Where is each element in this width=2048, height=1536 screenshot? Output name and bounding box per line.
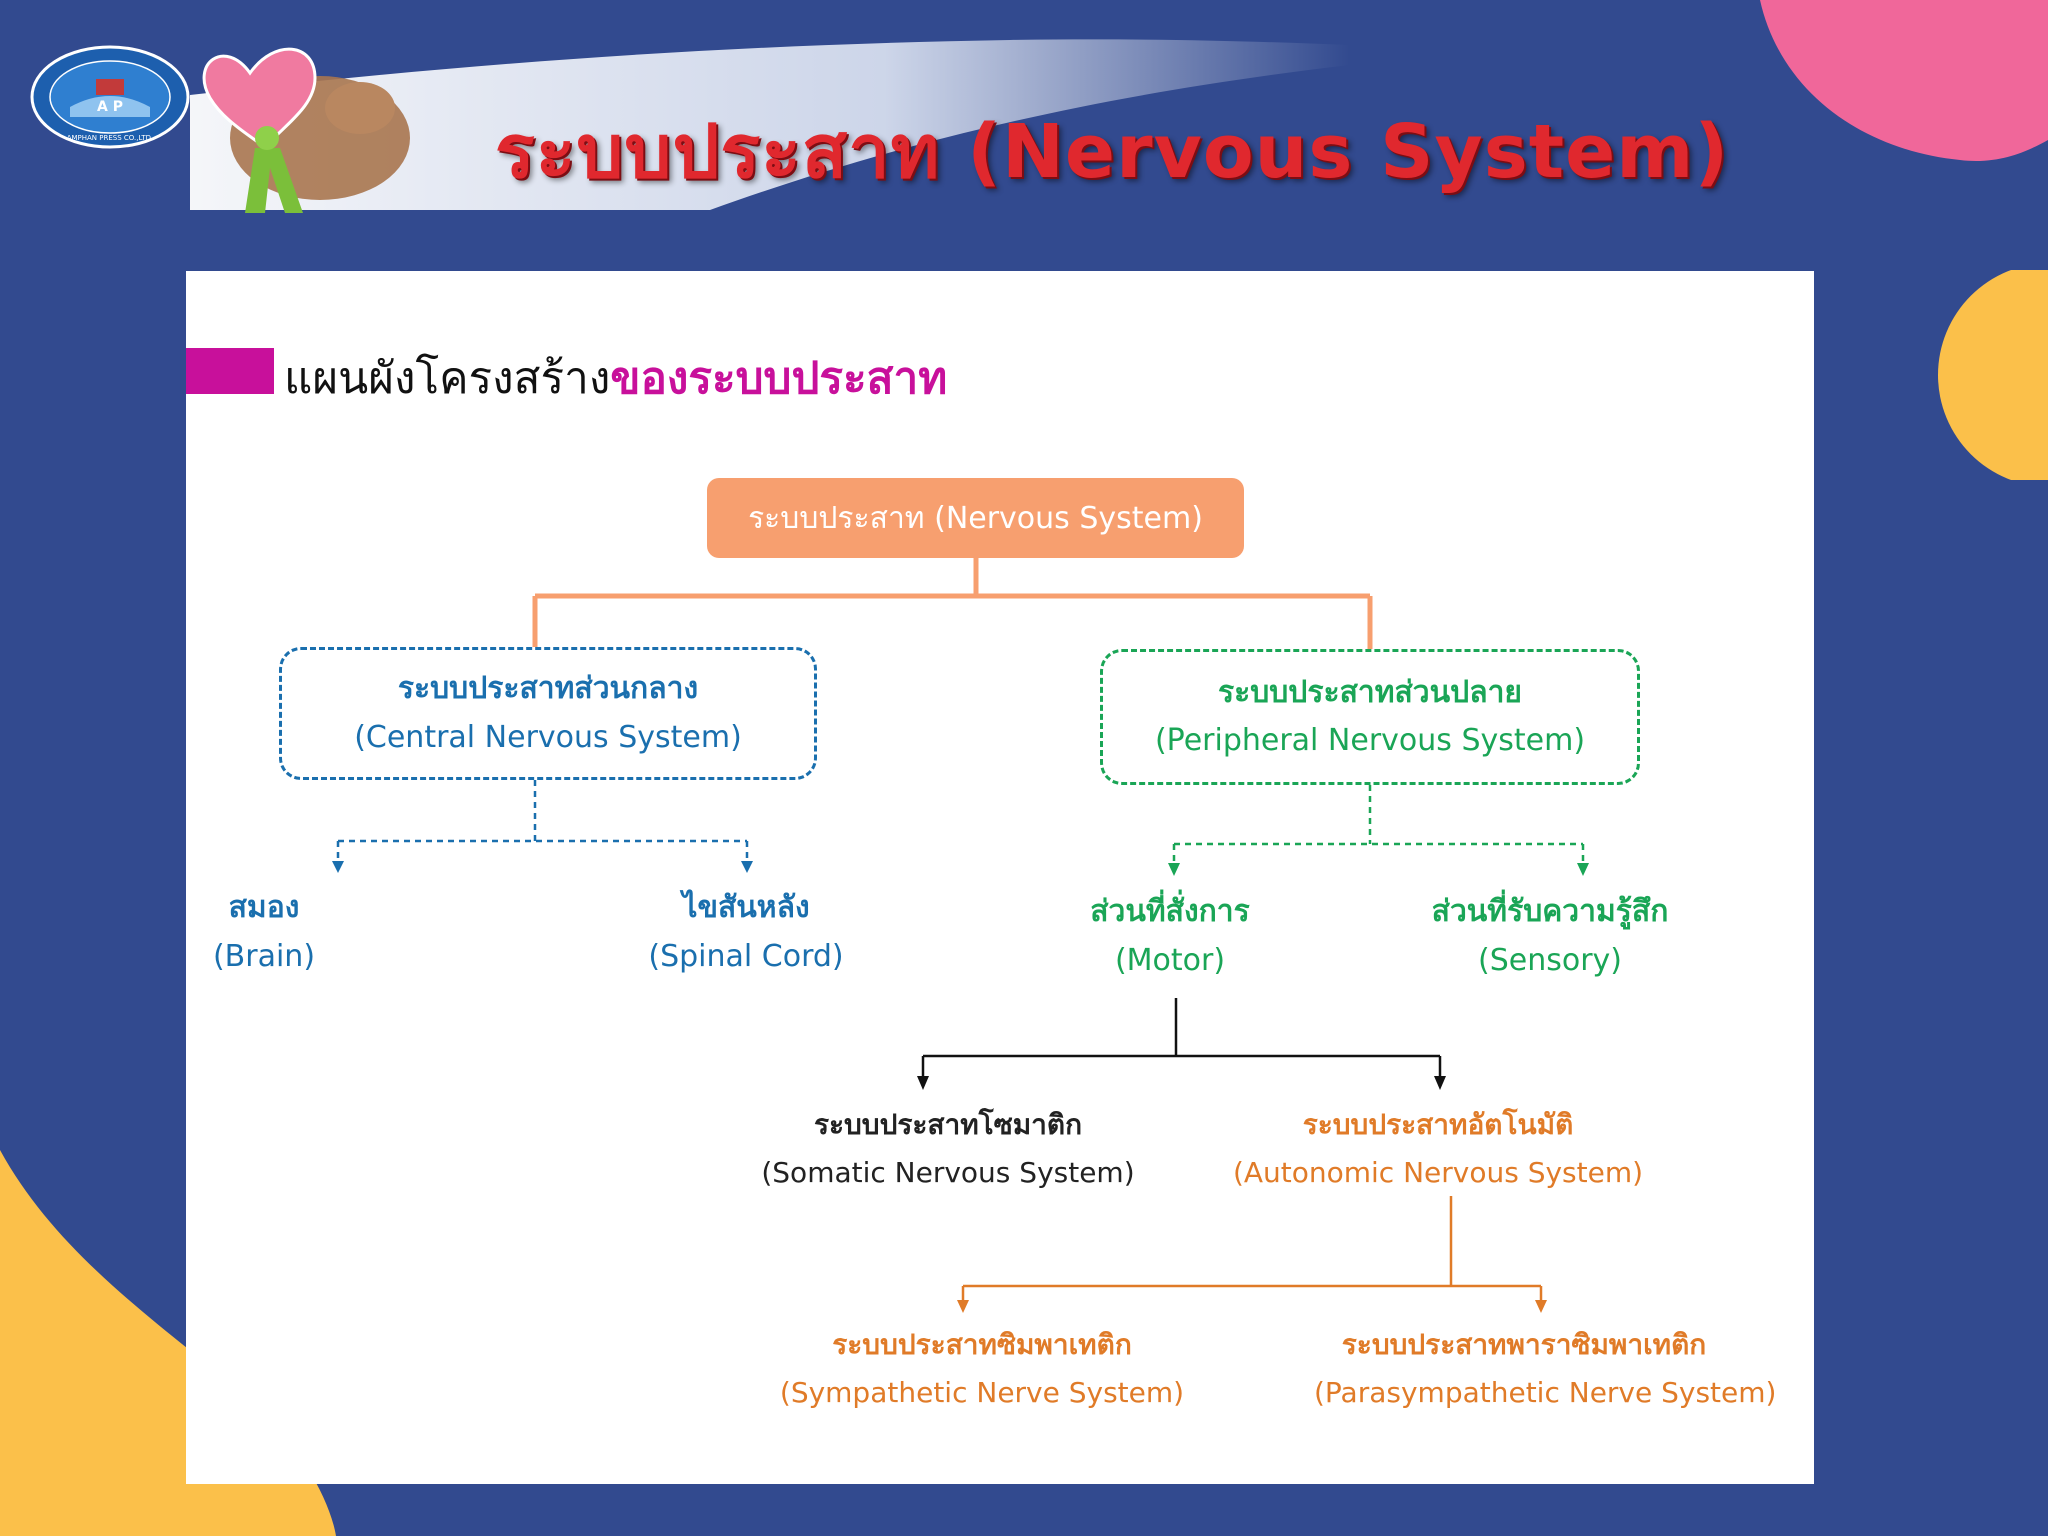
header-swoosh: [190, 39, 1350, 210]
somatic-node: ระบบประสาทโซมาติก (Somatic Nervous Syste…: [728, 1108, 1168, 1190]
somatic-thai-label: ระบบประสาทโซมาติก: [813, 1108, 1083, 1141]
motor-thai-label: ส่วนที่สั่งการ: [1090, 894, 1250, 929]
diagram-connectors: [332, 558, 1589, 1313]
pink-blob-decoration: [1760, 0, 2048, 161]
cns-connector: [336, 780, 749, 862]
arrow-to-sensory: [1577, 863, 1589, 876]
arrow-to-brain: [332, 861, 344, 873]
section-heading: แผนผังโครงสร้างของระบบประสาท: [284, 343, 947, 413]
cns-english-label: (Central Nervous System): [354, 719, 742, 755]
section-heading-accent: ของระบบประสาท: [610, 353, 948, 404]
spinal-cord-node: ไขสันหลัง (Spinal Cord): [566, 890, 926, 974]
sensory-thai-label: ส่วนที่รับความรู้สึก: [1431, 894, 1669, 929]
sensory-english-label: (Sensory): [1478, 942, 1622, 978]
pns-english-label: (Peripheral Nervous System): [1154, 723, 1586, 758]
arrow-to-autonomic: [1434, 1076, 1446, 1090]
company-logo: A P AMPHAN PRESS CO.,LTD.: [30, 45, 190, 149]
pns-node: ระบบประสาทส่วนปลาย (Peripheral Nervous S…: [1100, 649, 1640, 785]
parasympathetic-node: ระบบประสาทพาราซิมพาเทติก (Parasympatheti…: [1314, 1328, 1777, 1410]
yellow-circle-decoration: [1938, 270, 2048, 480]
motor-english-label: (Motor): [1114, 942, 1226, 978]
sympathetic-node: ระบบประสาทซิมพาเทติก (Sympathetic Nerve …: [762, 1328, 1202, 1410]
slide-title: ระบบประสาท (Nervous System): [495, 109, 1730, 195]
motor-connector: [921, 998, 1442, 1077]
brain-english-label: (Brain): [212, 938, 316, 974]
pns-thai-label: ระบบประสาทส่วนปลาย: [1217, 674, 1523, 710]
section-marker: [186, 348, 274, 394]
brain-node: สมอง (Brain): [84, 890, 444, 974]
arrow-to-parasympathetic: [1535, 1300, 1547, 1313]
somatic-english-label: (Somatic Nervous System): [761, 1156, 1135, 1190]
root-node-nervous-system: ระบบประสาท (Nervous System): [707, 478, 1244, 558]
root-connector: [532, 558, 1373, 649]
autonomic-connector: [961, 1196, 1543, 1301]
autonomic-english-label: (Autonomic Nervous System): [1232, 1156, 1644, 1190]
sympathetic-english-label: (Sympathetic Nerve System): [779, 1376, 1185, 1410]
svg-text:AMPHAN PRESS CO.,LTD.: AMPHAN PRESS CO.,LTD.: [67, 134, 154, 142]
content-panel: แผนผังโครงสร้างของระบบประสาท: [186, 271, 1814, 1484]
pns-connector: [1172, 785, 1585, 864]
parasympathetic-thai-label: ระบบประสาทพาราซิมพาเทติก: [1341, 1328, 1707, 1361]
svg-text:A P: A P: [97, 99, 123, 115]
section-heading-plain: แผนผังโครงสร้าง: [284, 353, 611, 404]
arrow-to-spinal-cord: [741, 861, 753, 873]
brain-thai-label: สมอง: [228, 890, 300, 925]
spinal-cord-thai-label: ไขสันหลัง: [682, 890, 810, 925]
sympathetic-thai-label: ระบบประสาทซิมพาเทติก: [832, 1328, 1132, 1361]
cns-thai-label: ระบบประสาทส่วนกลาง: [397, 671, 699, 706]
arrow-to-sympathetic: [957, 1300, 969, 1313]
autonomic-thai-label: ระบบประสาทอัตโนมัติ: [1302, 1108, 1574, 1141]
sensory-node: ส่วนที่รับความรู้สึก (Sensory): [1370, 894, 1730, 978]
heart-mascot-logo: [202, 47, 410, 213]
arrow-to-somatic: [917, 1076, 929, 1090]
root-node-label: ระบบประสาท (Nervous System): [748, 500, 1203, 536]
autonomic-node: ระบบประสาทอัตโนมัติ (Autonomic Nervous S…: [1218, 1108, 1658, 1190]
arrow-to-motor: [1168, 863, 1180, 876]
motor-node: ส่วนที่สั่งการ (Motor): [990, 894, 1350, 978]
spinal-cord-english-label: (Spinal Cord): [648, 938, 844, 974]
cns-node: ระบบประสาทส่วนกลาง (Central Nervous Syst…: [279, 647, 817, 780]
parasympathetic-english-label: (Parasympathetic Nerve System): [1314, 1376, 1777, 1410]
